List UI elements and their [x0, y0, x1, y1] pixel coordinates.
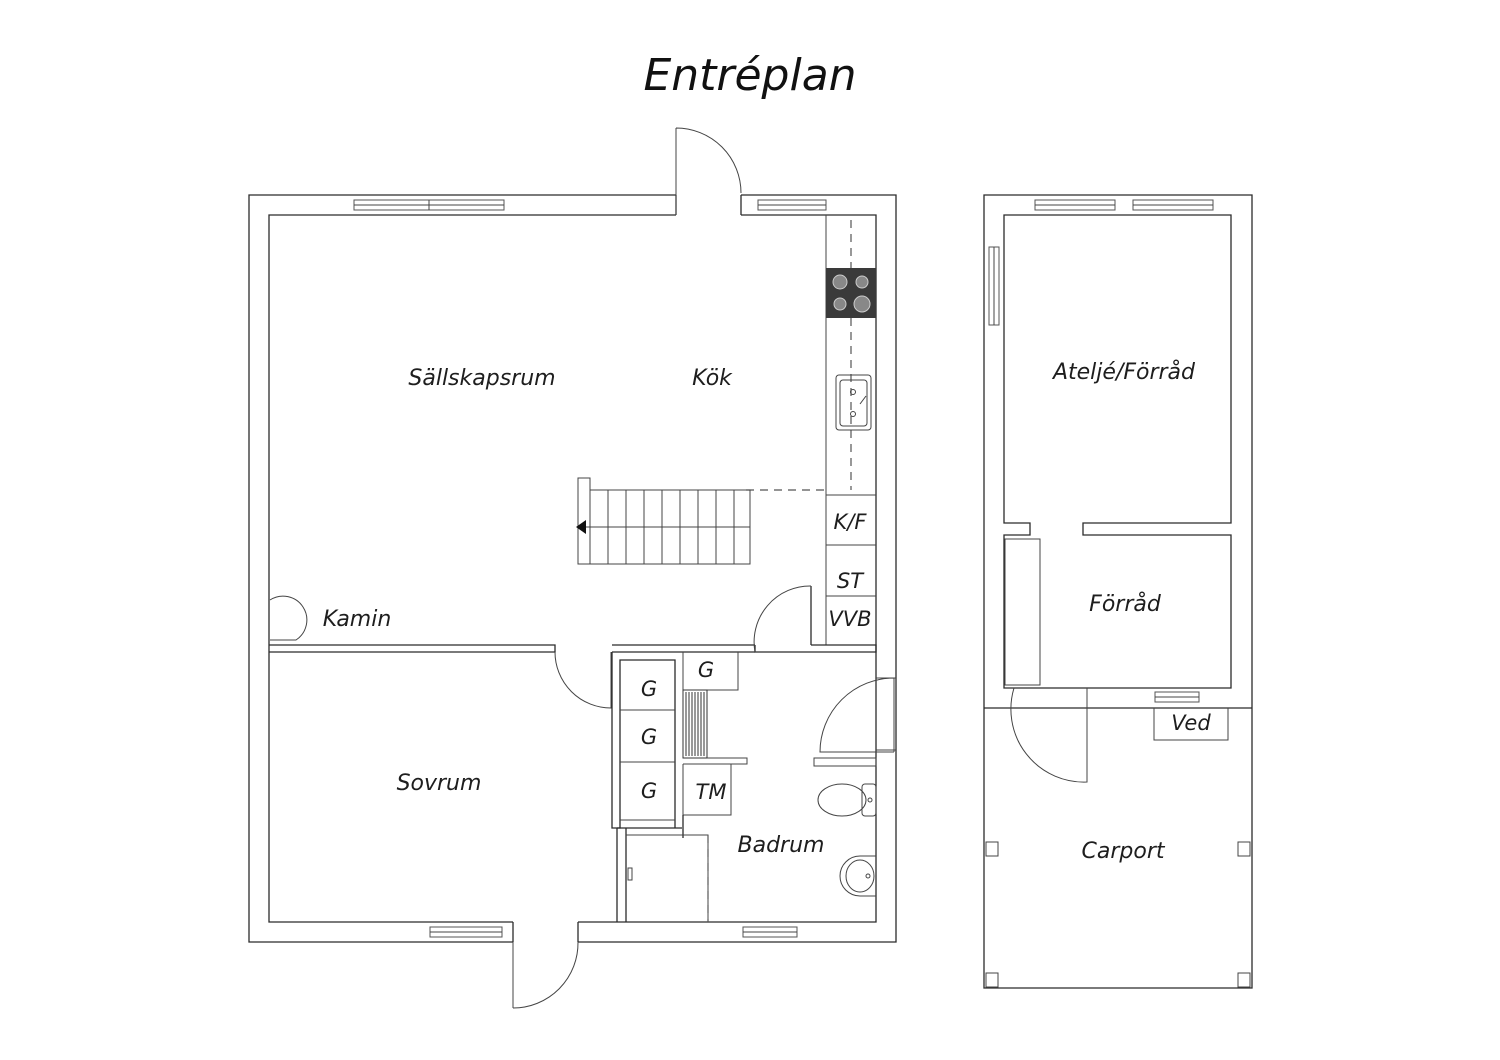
post — [985, 972, 999, 988]
room-label-ved: Ved — [1171, 711, 1211, 735]
bathroom-door — [753, 585, 812, 653]
staircase — [576, 477, 751, 565]
fixture-label-vvb: VVB — [828, 607, 871, 631]
room-label-forrad: Förråd — [1089, 591, 1162, 617]
room-label-sovrum: Sovrum — [397, 771, 482, 796]
storage-shelf — [1004, 538, 1041, 686]
entry-door-bottom — [512, 941, 579, 1009]
room-label-carport: Carport — [1082, 839, 1166, 864]
room-label-atelje: Ateljé/Förråd — [1051, 359, 1196, 385]
room-label-badrum: Badrum — [738, 833, 825, 858]
fixture-label-g: G — [641, 677, 657, 701]
fireplace — [269, 595, 308, 641]
post — [985, 841, 999, 857]
plan-title: Entréplan — [643, 50, 856, 101]
room-label-sallskapsrum: Sällskapsrum — [408, 366, 555, 391]
drying-rack-icon — [682, 689, 708, 759]
post — [1237, 972, 1251, 988]
sink-icon — [835, 374, 872, 431]
fixture-label-g: G — [641, 725, 657, 749]
carport-door — [1010, 687, 1088, 783]
fixture-label-st: ST — [837, 569, 865, 593]
firewood-box — [1153, 708, 1229, 741]
room-label-kamin: Kamin — [323, 607, 392, 632]
basin-icon — [839, 855, 876, 897]
bathroom-side-door — [819, 677, 895, 753]
bedroom-door — [554, 651, 612, 709]
toilet-icon — [817, 783, 877, 817]
fixture-label-tm: TM — [696, 780, 727, 804]
fixture-label-kf: K/F — [834, 510, 868, 534]
post — [1237, 841, 1251, 857]
fixture-label-g: G — [641, 779, 657, 803]
entry-door-top — [675, 127, 742, 215]
stove-icon — [826, 268, 876, 318]
room-label-kok: Kök — [692, 366, 733, 391]
main-house — [248, 127, 897, 1009]
outbuilding — [983, 194, 1253, 989]
shower-tap-icon — [627, 867, 633, 881]
fixture-label-g: G — [698, 658, 714, 682]
